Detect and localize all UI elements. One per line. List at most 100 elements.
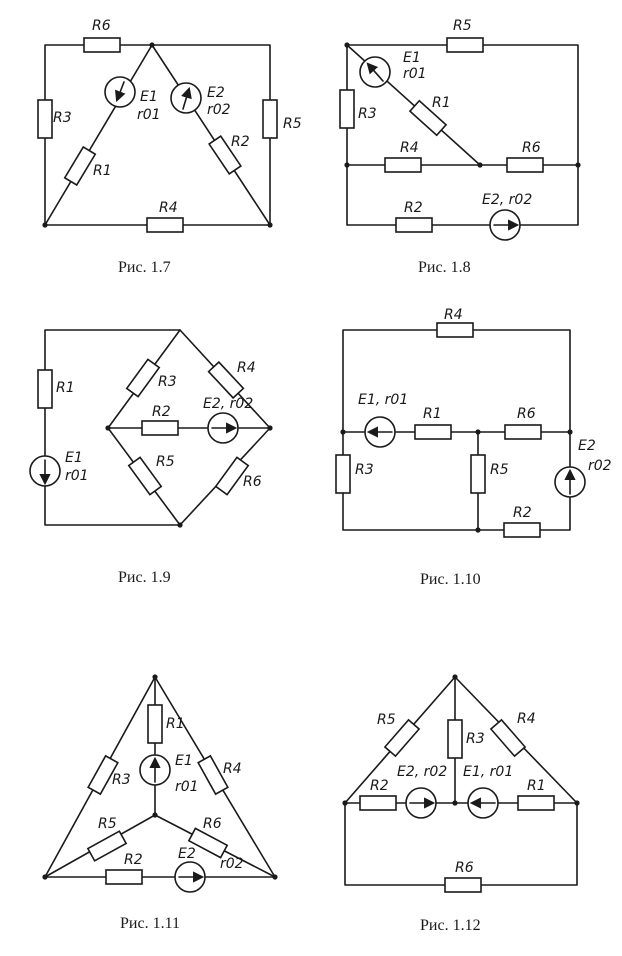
resistor-r6 [83,37,121,53]
label-r01: r01 [403,66,427,82]
label-r5: R5 [377,712,396,728]
node-dot [452,800,458,806]
node-dot [152,812,158,818]
node-dot [340,429,346,435]
resistor-r5 [127,456,163,496]
label-e1: E1, r01 [463,764,513,780]
caption: Рис. 1.8 [418,259,471,276]
label-r4: R4 [237,360,256,376]
caption: Рис. 1.7 [118,259,171,276]
resistor-r4 [197,754,229,796]
label-e2: E2 [178,846,196,862]
resistor-r2 [105,869,143,885]
label-r4: R4 [223,761,242,777]
resistor-r1 [517,795,555,811]
label-r5: R5 [98,816,117,832]
label-r1: R1 [93,163,112,179]
label-r01: r01 [137,107,161,123]
resistor-r3 [447,719,463,759]
label-r5: R5 [283,116,302,132]
resistor-r1 [408,99,448,137]
figure-1-7: R6 R3 R1 R2 R5 R4 E1 r01 E2 r02 Рис. 1.7 [37,18,302,276]
node-dot [42,222,48,228]
label-r02: r02 [207,102,231,118]
node-dot [267,425,273,431]
label-r6: R6 [522,140,541,156]
resistor-r5 [262,99,278,139]
node-dot [105,425,111,431]
label-r3: R3 [158,374,177,390]
label-r2: R2 [370,778,389,794]
node-dot [475,527,481,533]
resistor-r4 [146,217,184,233]
resistor-r3 [335,454,351,494]
node-dot [567,429,573,435]
resistor-r6 [187,827,229,859]
label-e2: E2 [207,85,225,101]
resistor-r6 [214,456,250,496]
resistor-r1 [147,704,163,744]
label-r4: R4 [444,307,463,323]
label-r02: r02 [220,856,244,872]
resistor-r2 [359,795,397,811]
label-r2: R2 [404,200,423,216]
label-r1: R1 [432,95,451,111]
resistor-r4 [436,322,474,338]
resistor-r6 [504,424,542,440]
label-r3: R3 [53,110,72,126]
resistor-r1 [414,424,452,440]
resistor-r6 [506,157,544,173]
caption: Рис. 1.12 [420,917,481,934]
resistor-r4 [489,718,527,758]
figure-1-12: R5 R3 R4 R2 E2, r02 E1, r01 R1 R6 Рис. 1… [342,674,580,934]
resistor-r4 [207,360,245,400]
arrow-icon [115,81,126,103]
label-e1: E1 [140,89,158,105]
label-r3: R3 [466,731,485,747]
node-dot [477,162,483,168]
node-dot [149,42,155,48]
resistor-r5 [446,37,484,53]
node-dot [475,429,481,435]
label-r5: R5 [156,454,175,470]
node-dot [344,162,350,168]
resistor-r2 [141,420,179,436]
node-dot [267,222,273,228]
label-r2: R2 [124,852,143,868]
label-e1: E1 [403,50,421,66]
label-r2: R2 [231,134,250,150]
label-e2: E2, r02 [482,192,532,208]
arrow-icon [181,86,192,110]
node-dot [272,874,278,880]
label-r6: R6 [243,474,262,490]
figure-1-11: R1 R3 R4 E1 r01 R5 R6 R2 E2 r02 Рис. 1.1… [42,674,278,932]
label-r1: R1 [166,716,185,732]
label-r5: R5 [453,18,472,34]
label-e2: E2 [578,438,596,454]
caption: Рис. 1.10 [420,571,481,588]
label-r6: R6 [455,860,474,876]
resistor-r2 [395,217,433,233]
node-dot [42,874,48,880]
label-r4: R4 [159,200,178,216]
label-r4: R4 [400,140,419,156]
label-r01: r01 [175,779,199,795]
node-dot [452,674,458,680]
resistor-r5 [86,830,128,862]
label-r02: r02 [588,458,612,474]
label-e1: E1 [65,450,83,466]
label-r1: R1 [527,778,546,794]
figure-1-10: R4 E1, r01 R1 R6 R3 R5 R2 E2 r02 Рис. 1.… [335,307,612,588]
figure-1-8: R5 R3 R1 R4 R6 R2 E1 r01 E2, r02 Рис. 1.… [339,18,581,276]
node-dot [575,162,581,168]
label-r5: R5 [490,462,509,478]
label-e1: E1 [175,753,193,769]
figure-1-9: R1 E1 r01 R3 R4 R2 E2, r02 R5 R6 Рис. 1.… [29,329,273,586]
resistor-r6 [444,877,482,893]
node-dot [152,674,158,680]
label-r01: r01 [65,468,89,484]
arrow-icon [366,62,384,82]
resistor-r3 [125,358,161,398]
label-r3: R3 [112,772,131,788]
